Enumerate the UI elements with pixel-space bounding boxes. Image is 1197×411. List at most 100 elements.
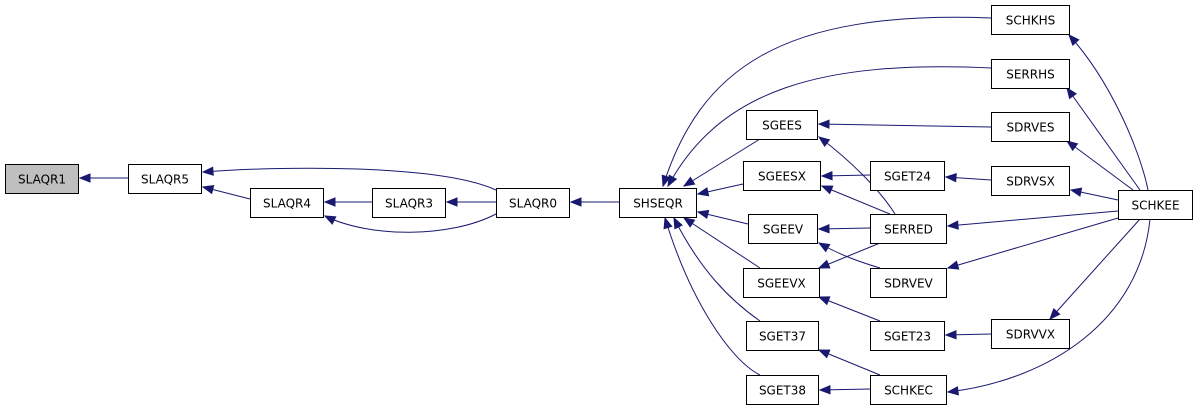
- node-box: [743, 268, 820, 298]
- node-box: [746, 375, 819, 405]
- node-sget38[interactable]: SGET38: [746, 375, 819, 405]
- node-label: SCHKEE: [1131, 199, 1179, 213]
- arrowhead-icon: [946, 260, 960, 270]
- node-label: SERRHS: [1006, 68, 1055, 82]
- arrowhead-icon: [201, 166, 214, 176]
- node-label: SDRVSX: [1006, 175, 1055, 189]
- node-box: [870, 268, 947, 298]
- node-label: SGET23: [884, 330, 931, 344]
- edge-line: [821, 185, 891, 215]
- node-slaqr4[interactable]: SLAQR4: [250, 188, 324, 218]
- node-sget23[interactable]: SGET23: [870, 321, 945, 351]
- node-label: SCHKHS: [1006, 14, 1056, 28]
- edge-schkee-to-serred: [946, 210, 1119, 230]
- node-slaqr0[interactable]: SLAQR0: [496, 188, 570, 218]
- edge-slaqr0-to-slaqr5: [201, 166, 497, 191]
- node-label: SGET38: [759, 384, 806, 398]
- edge-line: [683, 138, 761, 187]
- node-label: SGEES: [762, 119, 802, 133]
- edge-line: [673, 217, 761, 322]
- arrowhead-icon: [817, 224, 830, 234]
- node-schkec[interactable]: SCHKEC: [870, 375, 947, 405]
- arrowhead-icon: [820, 185, 834, 195]
- edge-line: [947, 210, 1119, 227]
- node-sgees[interactable]: SGEES: [746, 110, 818, 140]
- arrowhead-icon: [817, 259, 831, 269]
- edge-schkec-to-sget37: [817, 349, 881, 376]
- edge-line: [324, 213, 497, 233]
- edge-slaqr4-to-slaqr5: [201, 185, 251, 200]
- node-box: [746, 321, 819, 351]
- node-sdrvsx[interactable]: SDRVSX: [991, 166, 1070, 196]
- node-sgeev[interactable]: SGEEV: [748, 214, 818, 244]
- arrowhead-icon: [661, 174, 671, 188]
- arrowhead-icon: [817, 242, 831, 253]
- node-sget37[interactable]: SGET37: [746, 321, 819, 351]
- edge-sget38-to-shseqr: [663, 216, 761, 376]
- node-box: [496, 188, 570, 218]
- arrowhead-icon: [78, 173, 91, 183]
- edge-line: [664, 217, 761, 376]
- node-slaqr5[interactable]: SLAQR5: [128, 164, 202, 194]
- node-label: SGEEV: [763, 223, 804, 237]
- node-schkee[interactable]: SCHKEE: [1118, 190, 1193, 220]
- edge-sdrves-to-sgees: [817, 119, 992, 129]
- node-sdrvev[interactable]: SDRVEV: [870, 268, 947, 298]
- edge-sgees-to-shseqr: [682, 138, 761, 187]
- edge-line: [818, 123, 992, 128]
- edge-schkee-to-sdrvvx: [1049, 218, 1141, 321]
- arrowhead-icon: [817, 119, 830, 129]
- node-label: SGET24: [884, 170, 931, 184]
- edge-line: [947, 218, 1151, 393]
- edge-serrhs-to-shseqr: [667, 66, 992, 188]
- node-sgeevx[interactable]: SGEEVX: [743, 268, 820, 298]
- node-serrhs[interactable]: SERRHS: [991, 59, 1070, 89]
- node-box: [372, 188, 446, 218]
- arrowhead-icon: [946, 220, 959, 230]
- node-box: [870, 321, 945, 351]
- arrowhead-icon: [1068, 34, 1080, 46]
- node-box: [991, 166, 1070, 196]
- arrowhead-icon: [673, 216, 683, 230]
- node-serred[interactable]: SERRED: [870, 214, 947, 244]
- edge-serred-to-sgeesx: [820, 185, 891, 215]
- arrowhead-icon: [1066, 86, 1077, 100]
- node-shseqr[interactable]: SHSEQR: [619, 188, 697, 218]
- edge-schkee-to-serrhs: [1066, 86, 1141, 191]
- arrowhead-icon: [817, 136, 831, 148]
- arrowhead-icon: [667, 174, 678, 188]
- node-box: [128, 164, 202, 194]
- edge-sdrvsx-to-sget24: [944, 172, 992, 183]
- edge-schkee-to-sdrves: [1065, 140, 1134, 191]
- node-slaqr1: SLAQR1: [5, 164, 79, 194]
- edge-line: [1068, 34, 1149, 191]
- node-box: [991, 319, 1070, 349]
- node-label: SLAQR1: [18, 173, 66, 187]
- edge-schkee-to-schkec: [946, 218, 1151, 396]
- node-slaqr3[interactable]: SLAQR3: [372, 188, 446, 218]
- edge-slaqr5-to-slaqr1: [78, 173, 128, 183]
- node-label: SLAQR3: [385, 197, 433, 211]
- arrowhead-icon: [1049, 308, 1061, 321]
- edge-sgeevx-to-shseqr: [682, 217, 761, 269]
- edge-slaqr0-to-slaqr4: [323, 213, 497, 233]
- edge-line: [202, 167, 497, 191]
- node-label: SGET37: [759, 330, 806, 344]
- node-label: SGEESX: [758, 170, 806, 184]
- node-label: SERRED: [884, 223, 933, 237]
- node-label: SHSEQR: [633, 197, 683, 211]
- node-sget24[interactable]: SGET24: [870, 161, 945, 191]
- node-box: [743, 161, 821, 191]
- node-sdrvvx[interactable]: SDRVVX: [991, 319, 1070, 349]
- arrowhead-icon: [1069, 187, 1083, 197]
- edge-line: [1049, 218, 1141, 320]
- edge-sget24-to-sgeesx: [820, 171, 871, 181]
- node-sdrves[interactable]: SDRVES: [991, 112, 1070, 142]
- node-sgeesx[interactable]: SGEESX: [743, 161, 821, 191]
- arrowhead-icon: [817, 349, 831, 359]
- edge-sget23-to-sgeevx: [817, 296, 881, 322]
- node-label: SLAQR5: [141, 173, 189, 187]
- node-schkhs[interactable]: SCHKHS: [991, 5, 1070, 35]
- node-box: [748, 214, 818, 244]
